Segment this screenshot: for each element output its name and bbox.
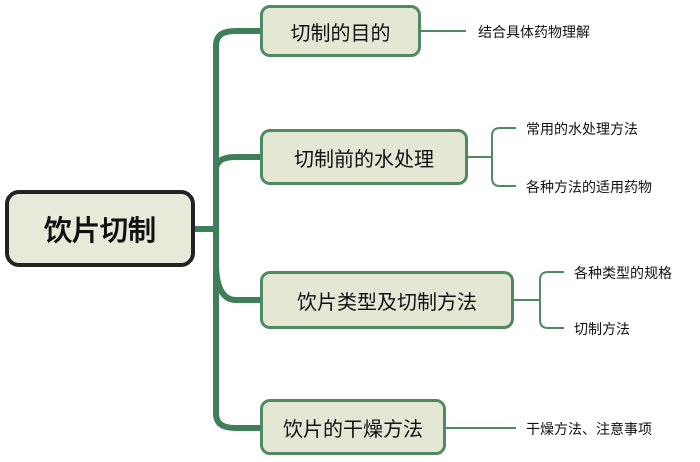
root-node: 饮片切制 bbox=[5, 190, 195, 267]
leaf-water-methods: 常用的水处理方法 bbox=[526, 122, 638, 138]
branch-node-drying: 饮片的干燥方法 bbox=[260, 399, 446, 455]
leaf-drying-notes: 干燥方法、注意事项 bbox=[526, 422, 652, 438]
branch-label: 饮片类型及切制方法 bbox=[297, 289, 477, 314]
branch-label: 切制的目的 bbox=[290, 20, 391, 45]
root-label: 饮片切制 bbox=[43, 213, 156, 247]
main-trunk bbox=[213, 28, 260, 47]
branch-node-water-treatment: 切制前的水处理 bbox=[260, 129, 468, 185]
main-trunk-bottom bbox=[213, 412, 260, 431]
branch-node-purpose: 切制的目的 bbox=[260, 5, 421, 57]
leaf-connector-2 bbox=[468, 127, 516, 187]
branch-label: 切制前的水处理 bbox=[294, 146, 434, 171]
branch-label: 饮片的干燥方法 bbox=[283, 416, 423, 441]
branch-connector-3 bbox=[213, 261, 260, 303]
leaf-type-specs: 各种类型的规格 bbox=[574, 266, 672, 282]
branch-connector-2 bbox=[213, 154, 260, 171]
leaf-method-drugs: 各种方法的适用药物 bbox=[526, 180, 652, 196]
branch-node-slice-types: 饮片类型及切制方法 bbox=[260, 271, 514, 329]
leaf-cutting-methods: 切制方法 bbox=[574, 322, 630, 338]
leaf-understand-drugs: 结合具体药物理解 bbox=[478, 25, 590, 41]
leaf-connector-3 bbox=[514, 271, 564, 329]
